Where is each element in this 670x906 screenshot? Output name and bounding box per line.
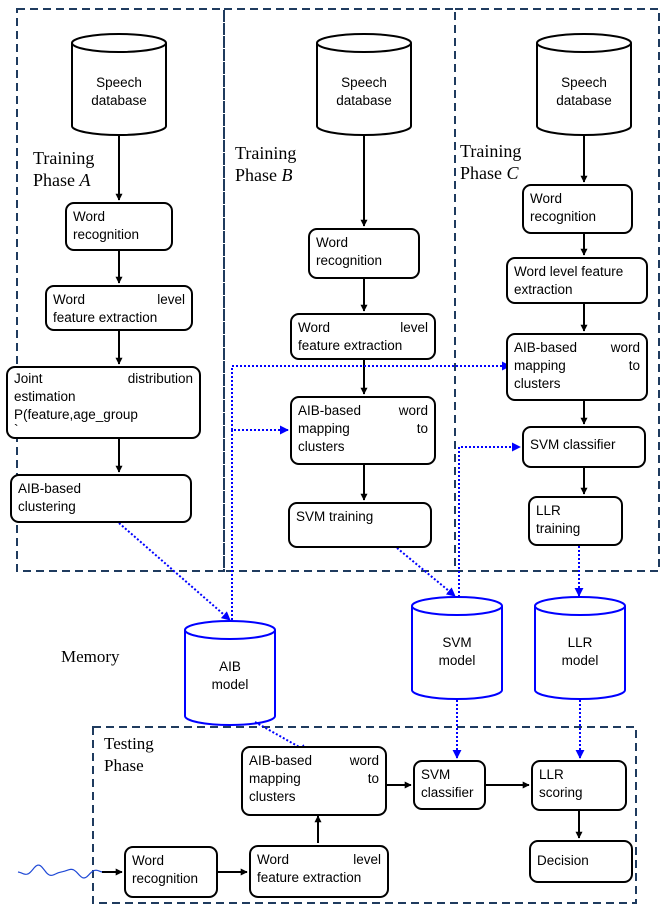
- svm-model-shape: [411, 596, 503, 700]
- phase-a-label: Training Phase A: [33, 147, 94, 191]
- phase-b-word: Training: [235, 143, 297, 163]
- phase-b-prefix: Phase: [235, 165, 277, 185]
- memory-label: Memory: [61, 647, 120, 666]
- link-clustering-to-aib-model: [118, 522, 231, 621]
- phase-c-letter: C: [506, 163, 519, 183]
- cylinders: [71, 33, 632, 136]
- phase-b-label: Training Phase B: [235, 142, 296, 186]
- model-cylinders: [184, 596, 626, 726]
- speech-database-b-shape: [316, 33, 412, 136]
- speech-waveform-icon: [17, 864, 123, 879]
- link-aib-model-to-b-mapping: [231, 425, 289, 620]
- phase-a-prefix: Phase: [33, 170, 75, 190]
- link-aib-model-to-c-mapping: [231, 361, 511, 430]
- memory-links: [118, 361, 585, 759]
- testing-phase-label: Testing Phase: [104, 733, 154, 777]
- flow-arrows: [115, 136, 588, 876]
- phase-a-letter: A: [79, 170, 91, 190]
- phase-c-prefix: Phase: [460, 163, 502, 183]
- llr-model-shape: [534, 596, 626, 700]
- frame-phase-c: [454, 8, 660, 572]
- phase-c-svm-classifier: SVM classifier: [522, 426, 646, 468]
- speech-database-a-shape: [71, 33, 167, 136]
- phase-b-svm-training: SVM training: [288, 502, 432, 548]
- phase-b-letter: B: [281, 165, 293, 185]
- link-svm-training-to-svm-model: [396, 547, 456, 597]
- frame-testing: [92, 726, 637, 904]
- speech-database-c-shape: [536, 33, 632, 136]
- aib-model-shape: [184, 620, 276, 726]
- phase-a-word: Training: [33, 148, 95, 168]
- phase-frames: [16, 8, 660, 904]
- testing-decision: Decision: [529, 840, 633, 883]
- testing-line1: Testing: [104, 734, 154, 753]
- phase-c-label: Training Phase C: [460, 140, 521, 184]
- testing-line2: Phase: [104, 756, 144, 775]
- link-svm-model-to-c-classifier: [458, 442, 521, 597]
- phase-c-word: Training: [460, 141, 522, 161]
